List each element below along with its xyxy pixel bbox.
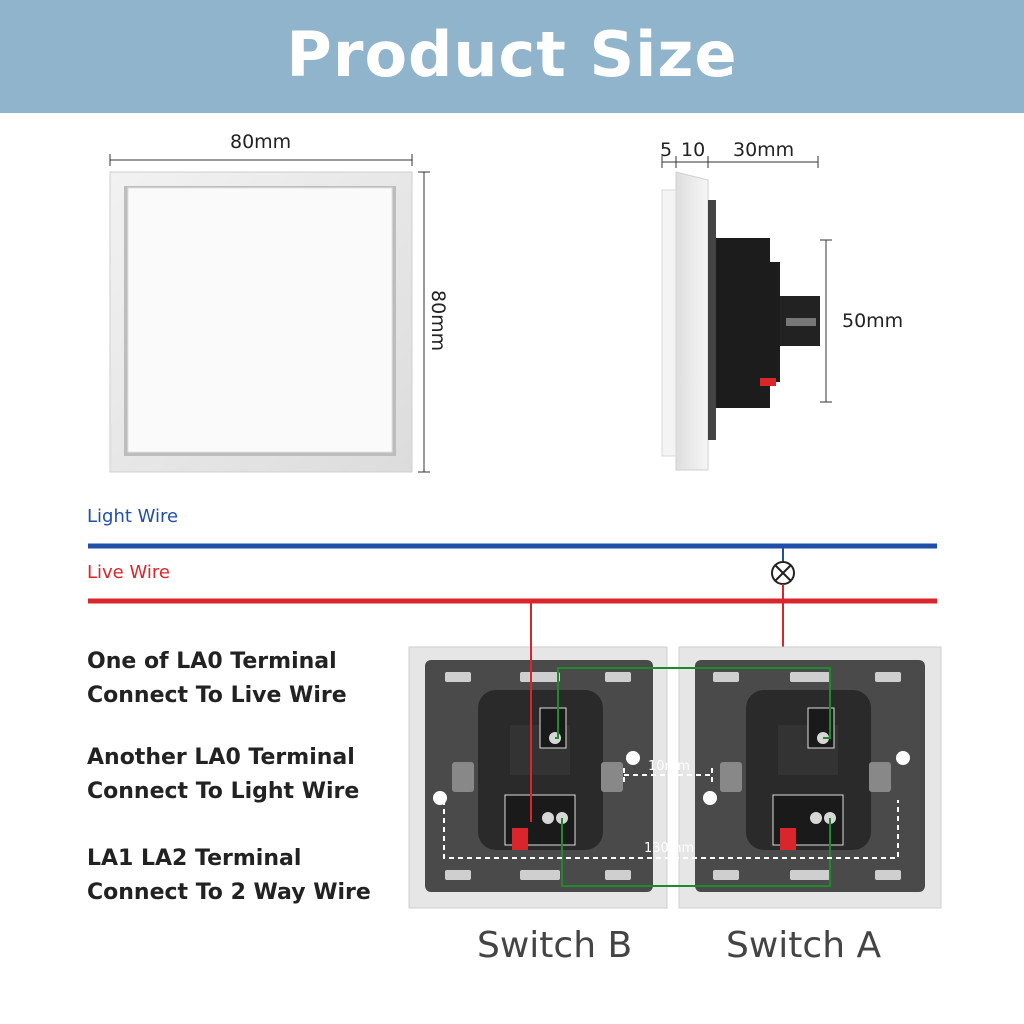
live-wire-label: Live Wire [87, 562, 170, 583]
header-banner: Product Size [0, 0, 1024, 113]
side-depth-dimension [661, 156, 819, 168]
side-view-switch [661, 171, 820, 471]
front-height-dimension [418, 171, 430, 473]
front-view-switch [109, 171, 413, 473]
page-title: Product Size [286, 18, 738, 91]
spacing-dimension [623, 768, 713, 782]
lamp-icon [771, 561, 795, 585]
side-height-dimension [820, 239, 832, 403]
note-live-terminal: One of LA0 Terminal Connect To Live Wire [87, 649, 347, 708]
note-light-terminal: Another LA0 Terminal Connect To Light Wi… [87, 745, 360, 804]
note-two-way-terminal: LA1 LA2 Terminal Connect To 2 Way Wire [87, 846, 371, 905]
total-width-dimension [443, 800, 899, 859]
switch-b-label: Switch B [477, 925, 633, 966]
side-depth-label-10: 10 [681, 139, 706, 161]
switch-b-back [408, 646, 668, 909]
spacing-label: 10mm [648, 759, 690, 774]
side-height-label: 50mm [842, 310, 904, 332]
total-width-label: 130mm [644, 841, 694, 856]
switch-a-back [678, 646, 942, 909]
front-width-dimension [109, 154, 413, 166]
side-depth-label-5: 5 [660, 139, 673, 161]
front-width-label: 80mm [230, 131, 292, 153]
front-height-label: 80mm [427, 290, 449, 352]
switch-a-label: Switch A [726, 925, 882, 966]
two-way-wires [555, 667, 831, 887]
light-wire-label: Light Wire [87, 506, 179, 527]
side-depth-label-30: 30mm [733, 139, 795, 161]
